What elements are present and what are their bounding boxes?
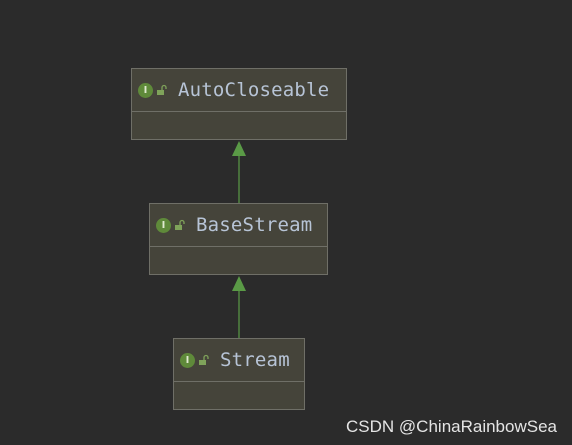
node-title: AutoCloseable (178, 79, 330, 101)
node-members (150, 247, 327, 275)
node-members (132, 112, 346, 140)
arrowhead-icon (232, 276, 246, 291)
node-header: I BaseStream (150, 204, 327, 247)
node-title: Stream (220, 349, 290, 371)
open-lock-icon (175, 219, 185, 230)
watermark: CSDN @ChinaRainbowSea (346, 417, 557, 436)
node-stream[interactable]: I Stream (173, 338, 305, 410)
open-lock-icon (157, 84, 167, 95)
interface-icon: I (180, 352, 195, 368)
edge-basestream-to-autocloseable (232, 141, 246, 203)
edge-stream-to-basestream (232, 276, 246, 338)
node-basestream[interactable]: I BaseStream (149, 203, 328, 275)
node-autocloseable[interactable]: I AutoCloseable (131, 68, 347, 140)
interface-icon: I (138, 82, 153, 98)
node-title: BaseStream (196, 214, 313, 236)
node-members (174, 382, 304, 410)
node-header: I AutoCloseable (132, 69, 346, 112)
open-lock-icon (199, 354, 209, 365)
node-header: I Stream (174, 339, 304, 382)
interface-icon: I (156, 217, 171, 233)
arrowhead-icon (232, 141, 246, 156)
